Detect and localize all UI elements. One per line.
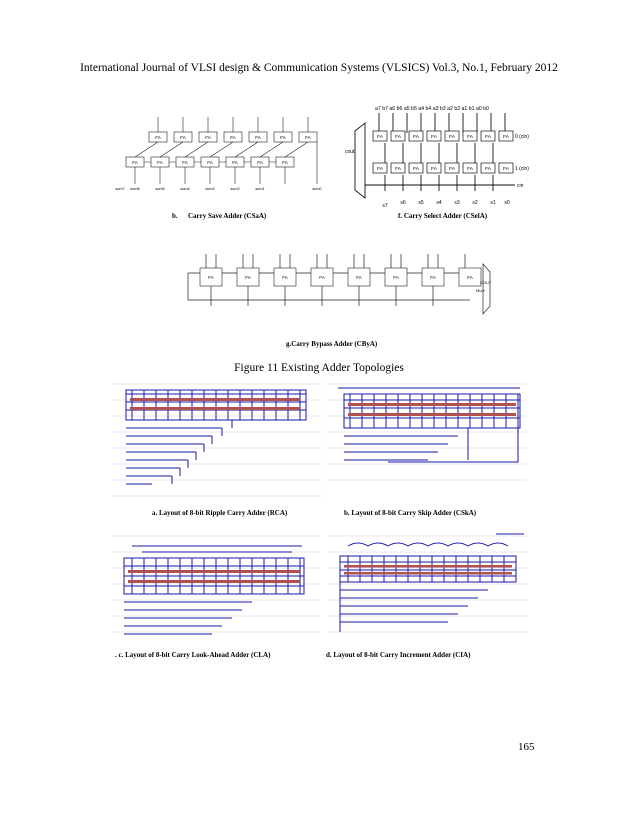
svg-text:FA: FA xyxy=(377,166,384,172)
page-number: 165 xyxy=(518,741,535,753)
svg-text:FA: FA xyxy=(155,135,161,140)
cska-layout xyxy=(328,380,526,498)
svg-text:FA: FA xyxy=(413,134,420,140)
svg-text:FA: FA xyxy=(485,134,492,140)
svg-text:s5: s5 xyxy=(418,200,424,206)
csea-cin-label: cin xyxy=(517,183,524,189)
cia-layout xyxy=(328,532,528,644)
svg-text:FA: FA xyxy=(205,135,211,140)
csea-caption: f. Carry Select Adder (CSelA) xyxy=(398,212,488,220)
svg-text:FA: FA xyxy=(232,160,238,165)
cbya-caption: g.Carry Bypass Adder (CByA) xyxy=(286,340,378,348)
cbya-diagram: FA FA FA FA FA FA FA FA MUX COUT xyxy=(187,254,492,315)
rca-caption: a. Layout of 8-bit Ripple Carry Adder (R… xyxy=(152,509,288,517)
csea-cout-label: cout xyxy=(345,149,355,155)
svg-text:sum6: sum6 xyxy=(130,187,139,191)
svg-text:FA: FA xyxy=(503,134,510,140)
svg-text:sum5: sum5 xyxy=(155,187,164,191)
svg-text:sum0: sum0 xyxy=(312,187,321,191)
cska-layout-image xyxy=(328,383,526,481)
svg-text:FA: FA xyxy=(282,160,288,165)
svg-text:FA: FA xyxy=(503,166,510,172)
svg-text:FA: FA xyxy=(319,275,325,280)
svg-text:s3: s3 xyxy=(454,200,460,206)
svg-text:s4: s4 xyxy=(436,200,442,206)
svg-text:FA: FA xyxy=(356,275,362,280)
cbya-cout-label: COUT xyxy=(480,280,492,285)
csea-cin0-label: 0 (cin) xyxy=(515,134,529,140)
svg-text:FA: FA xyxy=(430,275,436,280)
csa-letter: b. xyxy=(172,212,178,220)
cia-caption: d. Layout of 8-bit Carry Increment Adder… xyxy=(326,651,471,659)
svg-text:sum1: sum1 xyxy=(255,187,264,191)
svg-text:s1: s1 xyxy=(490,200,496,206)
svg-text:FA: FA xyxy=(395,166,402,172)
svg-text:FA: FA xyxy=(208,275,214,280)
svg-text:FA: FA xyxy=(255,135,261,140)
svg-text:FA: FA xyxy=(449,134,456,140)
svg-text:sum7: sum7 xyxy=(115,187,124,191)
svg-text:FA: FA xyxy=(230,135,236,140)
svg-text:s7: s7 xyxy=(382,203,388,209)
svg-text:FA: FA xyxy=(413,166,420,172)
cla-layout xyxy=(112,532,320,644)
csea-inputs-label: a7 b7 a6 b6 a5 b5 a4 b4 a3 b3 a2 b2 a1 b… xyxy=(375,106,489,112)
svg-text:s2: s2 xyxy=(472,200,478,206)
svg-text:s6: s6 xyxy=(400,200,406,206)
svg-text:FA: FA xyxy=(257,160,263,165)
svg-text:FA: FA xyxy=(467,166,474,172)
cla-layout-image xyxy=(112,535,320,635)
csa-caption: Carry Save Adder (CSaA) xyxy=(188,212,267,220)
svg-text:FA: FA xyxy=(182,160,188,165)
cia-layout-image xyxy=(328,533,528,633)
rca-layout-image xyxy=(112,383,322,497)
svg-text:FA: FA xyxy=(245,275,251,280)
svg-text:FA: FA xyxy=(467,275,473,280)
csea-diagram: a7 b7 a6 b6 a5 b5 a4 b4 a3 b3 a2 b2 a1 b… xyxy=(345,106,529,209)
svg-text:FA: FA xyxy=(132,160,138,165)
csea-schematic: a7 b7 a6 b6 a5 b5 a4 b4 a3 b3 a2 b2 a1 b… xyxy=(345,103,535,211)
svg-text:FA: FA xyxy=(180,135,186,140)
svg-text:FA: FA xyxy=(431,166,438,172)
svg-text:FA: FA xyxy=(431,134,438,140)
svg-text:s0: s0 xyxy=(504,200,510,206)
svg-text:FA: FA xyxy=(282,275,288,280)
svg-text:FA: FA xyxy=(377,134,384,140)
csea-cin1-label: 1 (cin) xyxy=(515,166,529,172)
rca-layout xyxy=(112,380,322,498)
svg-text:FA: FA xyxy=(485,166,492,172)
csa-sum-labels: sum7 sum6 sum5 sum4 sum3 sum2 sum1 sum0 xyxy=(115,187,321,191)
csea-sum-labels: s7 s6 s5 s4 s3 s2 s1 s0 xyxy=(382,200,510,209)
cbya-mux-label: MUX xyxy=(476,288,485,293)
svg-text:FA: FA xyxy=(280,135,286,140)
svg-text:FA: FA xyxy=(207,160,213,165)
svg-text:FA: FA xyxy=(449,166,456,172)
svg-text:sum2: sum2 xyxy=(230,187,239,191)
figure-title: Figure 11 Existing Adder Topologies xyxy=(234,362,404,374)
svg-text:FA: FA xyxy=(305,135,311,140)
running-header: International Journal of VLSI design & C… xyxy=(80,62,558,74)
svg-text:sum4: sum4 xyxy=(180,187,189,191)
cla-caption: . c. Layout of 8-bit Carry Look-Ahead Ad… xyxy=(115,651,271,659)
cbya-schematic: FA FA FA FA FA FA FA FA MUX COUT xyxy=(180,248,510,324)
svg-text:FA: FA xyxy=(157,160,163,165)
svg-text:FA: FA xyxy=(467,134,474,140)
svg-text:sum3: sum3 xyxy=(205,187,214,191)
cska-caption: b. Layout of 8-bit Carry Skip Adder (CSk… xyxy=(344,509,477,517)
svg-text:FA: FA xyxy=(393,275,399,280)
svg-text:FA: FA xyxy=(395,134,402,140)
